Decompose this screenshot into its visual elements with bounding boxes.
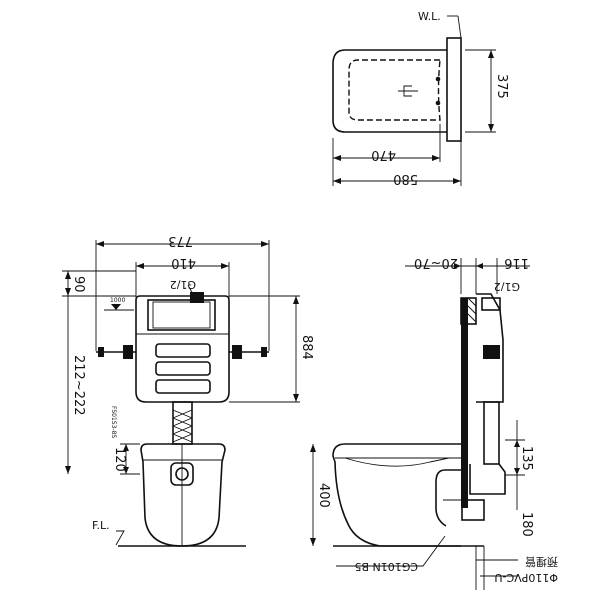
install-range-label: 212~222 (71, 355, 86, 416)
left-clamp (98, 347, 104, 357)
level-label: 1000 (110, 297, 125, 304)
side-height-arrow-1 (310, 444, 316, 452)
total-arrow-2 (261, 241, 269, 247)
left-block (123, 345, 133, 359)
left-arrow-3 (65, 466, 71, 474)
frame-width-label: 410 (171, 255, 196, 270)
floor-leader (115, 530, 125, 546)
top-wall (446, 37, 462, 142)
depth-label: 375 (494, 74, 509, 99)
floor-label: F.L. (92, 519, 110, 532)
frame-top-box (147, 299, 216, 331)
side-pipe (483, 401, 500, 465)
outer-width-label: 580 (393, 171, 418, 186)
left-bracket (96, 345, 136, 359)
side-pipe-arrow-2 (514, 468, 520, 475)
top-bowl-outline (332, 49, 447, 133)
total-width-label: 773 (168, 233, 193, 248)
left-arrow-2 (65, 288, 71, 296)
front-thread-label: G1/2 (170, 278, 196, 291)
wl-label: W.L. (418, 10, 441, 23)
pvc-label: Φ110PVC-U (494, 571, 558, 584)
frame-top-inner (152, 301, 211, 329)
frame-arrow-1 (136, 263, 144, 269)
depth-arrow-1 (488, 50, 494, 58)
height-label: 400 (316, 483, 331, 508)
side-pipe-arrow-1 (514, 440, 520, 447)
side-elbow (469, 463, 506, 495)
water-inlet (190, 292, 204, 303)
right-block (232, 345, 242, 359)
drain-connector (170, 462, 194, 486)
inner-width-label: 470 (371, 147, 396, 162)
inner-arrow-1 (333, 155, 341, 161)
pipe-label: 135 (519, 446, 534, 471)
wall-cap-hatch (467, 297, 477, 323)
side-view: 20~70 116 G1/2 135 180 400 (310, 255, 558, 590)
frame-body (135, 295, 230, 403)
inner-arrow-2 (432, 155, 440, 161)
left-arrow-1 (65, 271, 71, 279)
side-valve (483, 345, 500, 359)
height-arrow-2 (293, 394, 299, 402)
frame-arrow-2 (221, 263, 229, 269)
model-label: CG101N-B5 (354, 560, 418, 573)
top-offset-label: 90 (71, 276, 86, 293)
flush-pipe-hatch (172, 409, 193, 443)
pipe-height-label: 120 (112, 447, 127, 472)
front-view: 773 410 G1/2 90 212~222 1000 (62, 233, 314, 547)
top-hole-1 (435, 76, 441, 82)
button-panel-3 (155, 379, 211, 394)
right-bracket (229, 345, 269, 359)
pipe-arrow-2 (123, 467, 129, 474)
height-arrow-1 (293, 296, 299, 304)
range-label: 20~70 (414, 255, 458, 270)
pipe-arrow-1 (123, 444, 129, 451)
right-clamp (261, 347, 267, 357)
range-arrow-1 (454, 263, 461, 269)
top-hole-2 (435, 100, 441, 106)
depth-arrow-2 (488, 124, 494, 132)
top-seat-outline (348, 59, 441, 121)
total-arrow-1 (96, 241, 104, 247)
bowl-inner-curve (344, 457, 450, 467)
wall-panel (461, 298, 468, 508)
side-thread-label: G1/2 (494, 280, 520, 293)
drain-hole (175, 467, 189, 481)
model-leader (336, 535, 446, 567)
embed-label: 预埋管 (525, 555, 558, 569)
outer-arrow-1 (333, 178, 341, 184)
bowl-front (140, 443, 226, 547)
bowl-side (332, 443, 461, 547)
button-panel-2 (155, 361, 211, 376)
setback-label: 116 (504, 255, 529, 270)
level-marker (111, 304, 121, 310)
bottom-label: 180 (519, 512, 534, 537)
embed-leaders (476, 559, 518, 577)
button-panel-1 (155, 343, 211, 358)
side-inlet (481, 297, 501, 311)
outer-arrow-2 (453, 178, 461, 184)
small-spec-label: FS01S3-8S (110, 406, 117, 438)
frame-height-label: 884 (299, 335, 314, 360)
drain-trap (435, 469, 461, 527)
top-view: W.L. 375 470 580 (332, 10, 509, 186)
side-height-arrow-2 (310, 538, 316, 546)
wl-leader-2 (457, 15, 462, 39)
